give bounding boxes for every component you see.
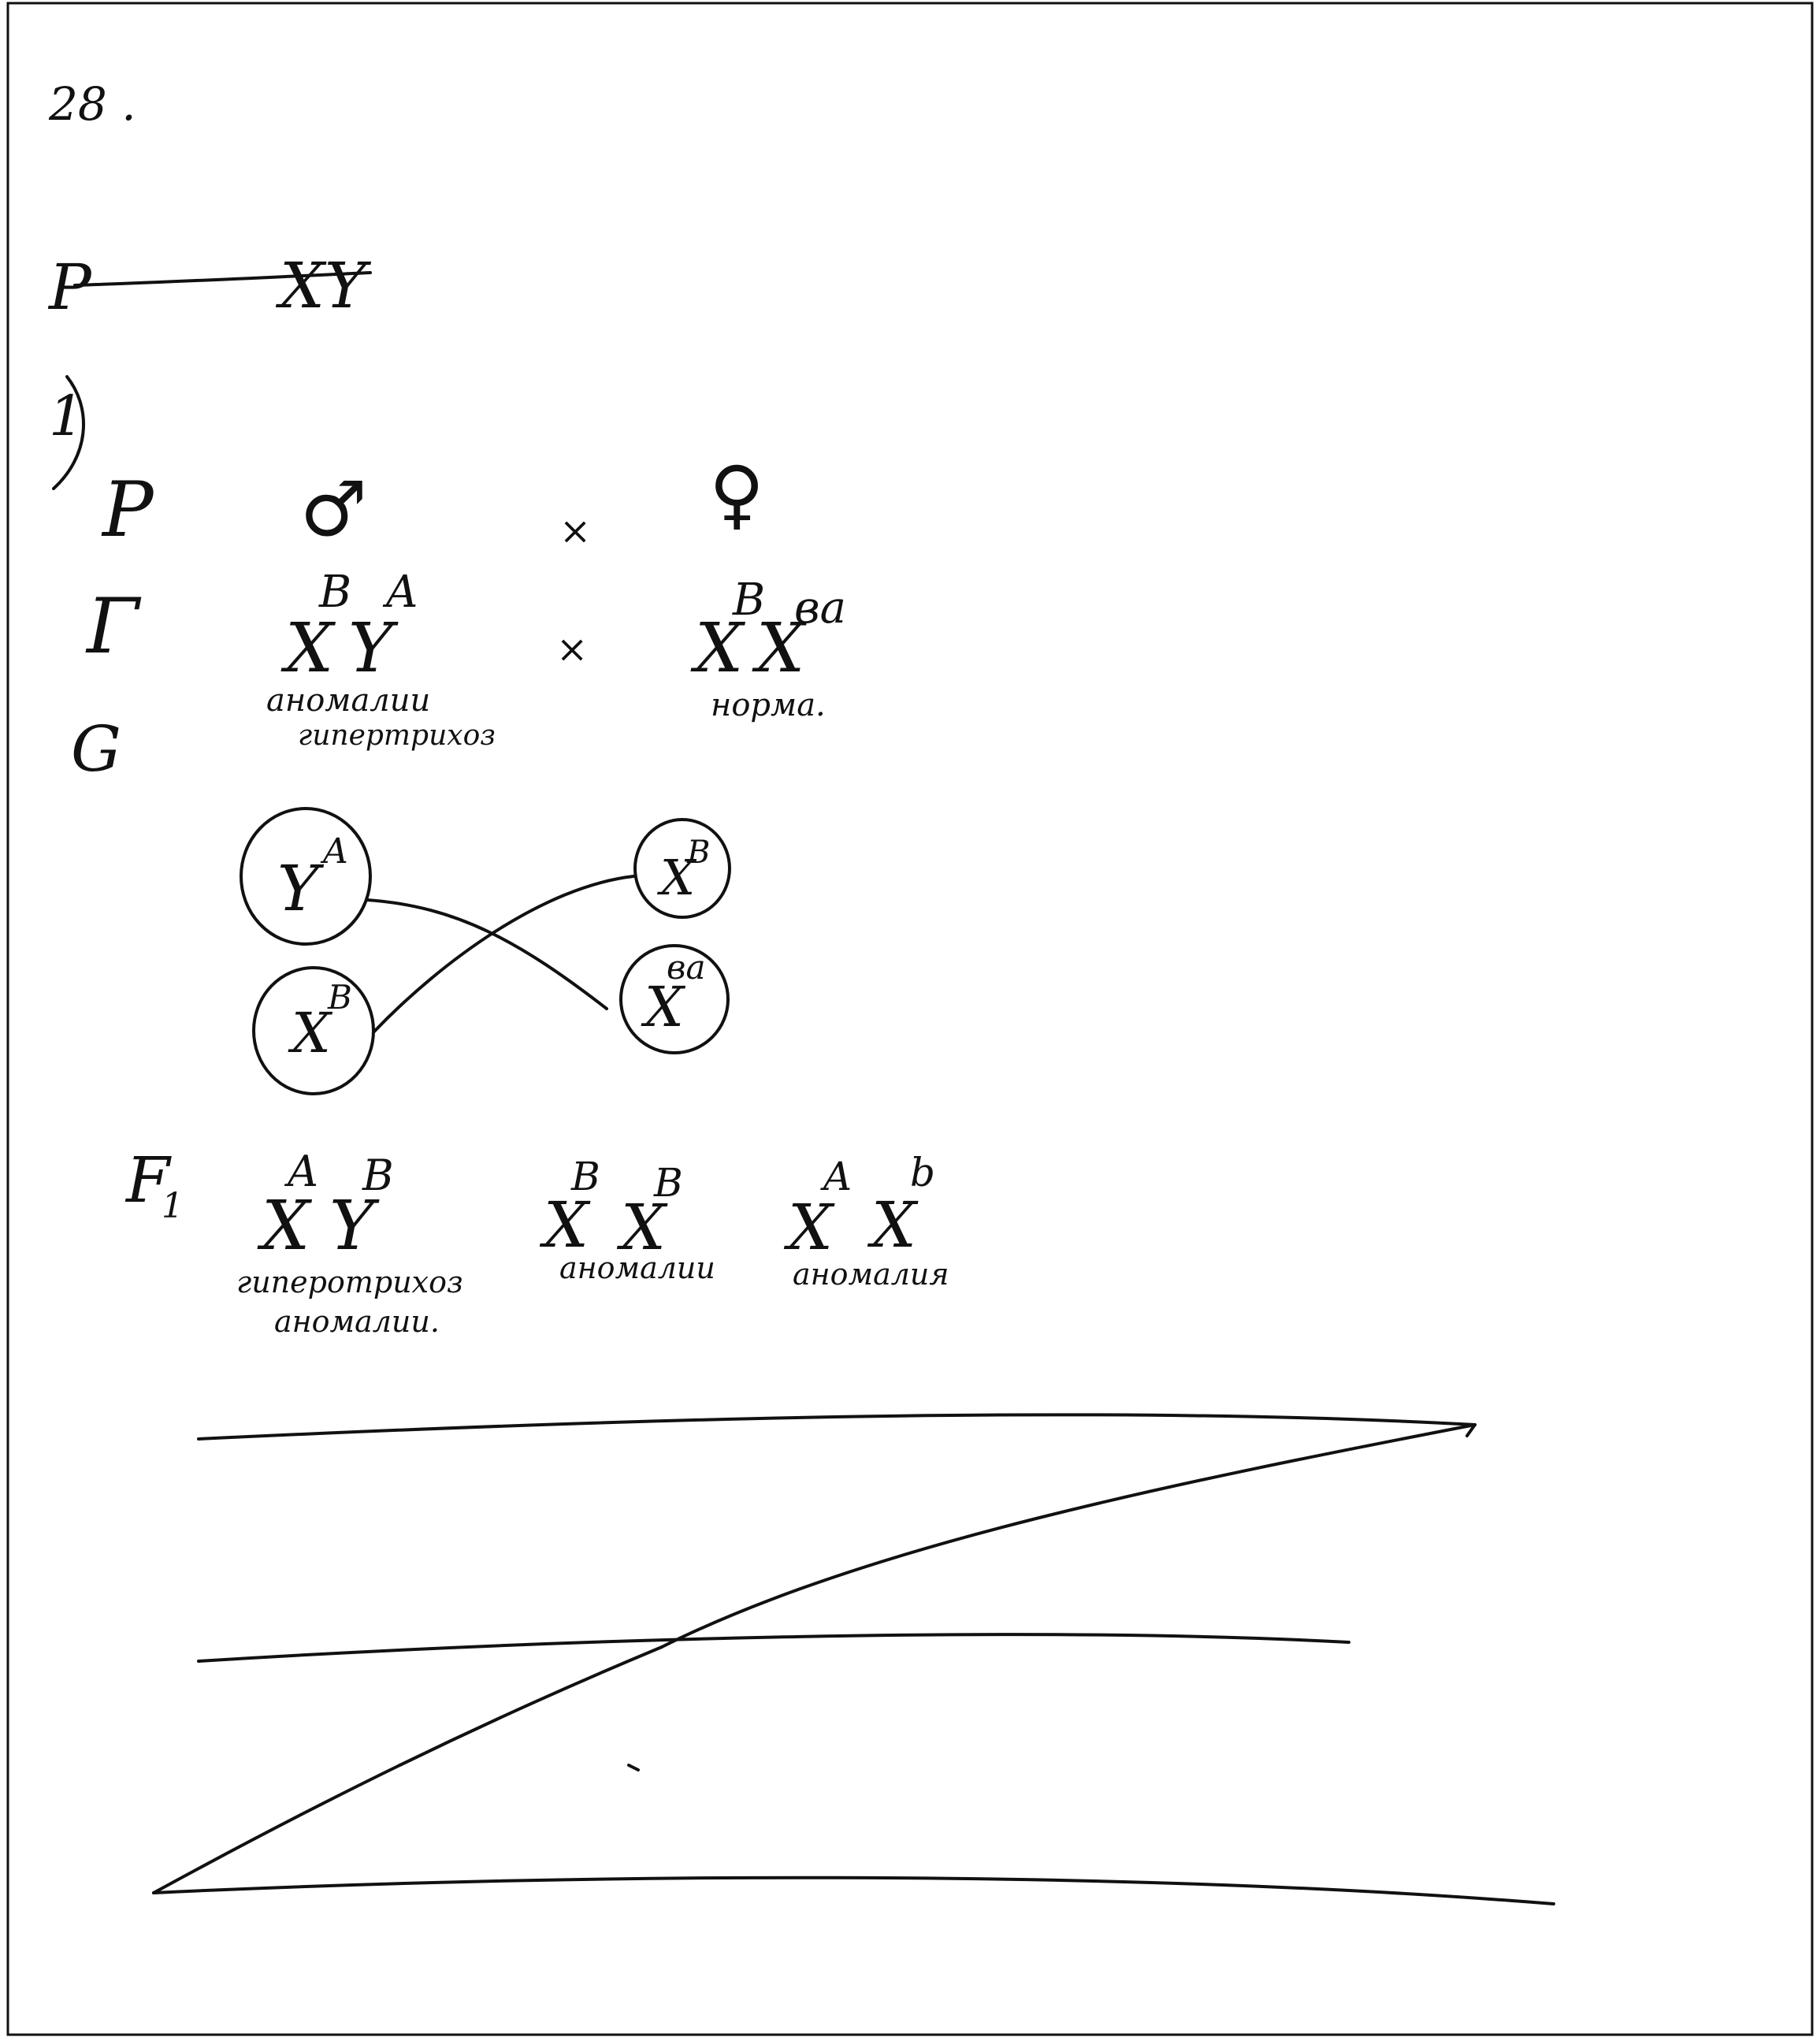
svg-text:B: B (327, 978, 352, 1017)
svg-text:X: X (690, 609, 746, 688)
svg-text:B: B (318, 567, 351, 618)
svg-text:A: A (382, 567, 418, 618)
strike-through-line (73, 271, 372, 287)
cross-line (372, 875, 635, 1034)
cross-sign-top: × (559, 509, 591, 553)
cross-line (366, 898, 608, 1010)
struck-line: P XY (47, 249, 372, 324)
svg-text:аномалия: аномалия (793, 1257, 949, 1292)
svg-text:Y: Y (348, 609, 399, 688)
offspring-genotype: X B X B аномалии (539, 1154, 715, 1285)
svg-text:A: A (284, 1147, 318, 1196)
gamete-circle: Y A (240, 807, 372, 946)
svg-text:ва: ва (667, 948, 706, 987)
svg-text:Y: Y (329, 1187, 380, 1266)
svg-text:X: X (539, 1188, 591, 1262)
struck-value: XY (275, 249, 372, 322)
svg-text:X: X (288, 1001, 333, 1065)
offspring-genotype: X A Y B гиперотрихоз аномалии. (236, 1147, 463, 1339)
male-genotype: X B Y A аномалии гипертрихоз (266, 567, 496, 752)
svg-text:b: b (910, 1150, 935, 1195)
svg-text:X: X (752, 609, 808, 688)
svg-text:B: B (570, 1154, 600, 1199)
svg-text:гипертрихоз: гипертрихоз (298, 719, 496, 752)
svg-text:B: B (362, 1151, 394, 1200)
row-label-g: G (71, 712, 121, 786)
svg-text:X: X (280, 609, 336, 688)
svg-text:аномалии: аномалии (559, 1251, 715, 1285)
row-label-f1: F (124, 1143, 172, 1217)
row-label-f1-sub: 1 (162, 1186, 184, 1226)
svg-text:X: X (783, 1191, 835, 1264)
svg-text:A: A (320, 831, 348, 872)
svg-text:X: X (641, 975, 686, 1039)
svg-text:Y: Y (277, 852, 325, 925)
svg-text:B: B (732, 574, 765, 626)
svg-text:X: X (657, 849, 697, 906)
female-genotype: X B X ва норма. (690, 574, 846, 723)
row-label-p: P (101, 466, 154, 554)
svg-text:гиперотрихоз: гиперотрихоз (236, 1265, 463, 1299)
female-symbol: ♀ (709, 450, 764, 538)
offspring-genotype: X A X b аномалия (783, 1150, 949, 1292)
svg-text:аномалии.: аномалии. (274, 1304, 440, 1339)
row-label-gamma: Γ (85, 582, 142, 671)
svg-text:A: A (820, 1154, 852, 1199)
struck-label: P (47, 251, 92, 324)
svg-text:X: X (867, 1188, 919, 1262)
task-number: 28 . (48, 77, 136, 131)
cross-sign-bottom: × (556, 627, 588, 671)
svg-text:норма.: норма. (711, 687, 826, 723)
page-border (6, 2, 1814, 2036)
svg-text:B: B (686, 835, 710, 871)
male-symbol: ♂ (299, 466, 367, 554)
svg-text:аномалии: аномалии (266, 682, 430, 719)
gamete-circle: X B (633, 818, 731, 919)
part-bracket (52, 375, 86, 490)
svg-text:B: B (653, 1160, 683, 1206)
gamete-circle: X B (252, 966, 375, 1095)
svg-text:X: X (616, 1191, 668, 1264)
svg-text:X: X (257, 1187, 313, 1266)
svg-text:ва: ва (794, 582, 846, 634)
gamete-circle: X ва (619, 944, 730, 1054)
blank-space-strike-out (152, 1413, 1555, 1905)
